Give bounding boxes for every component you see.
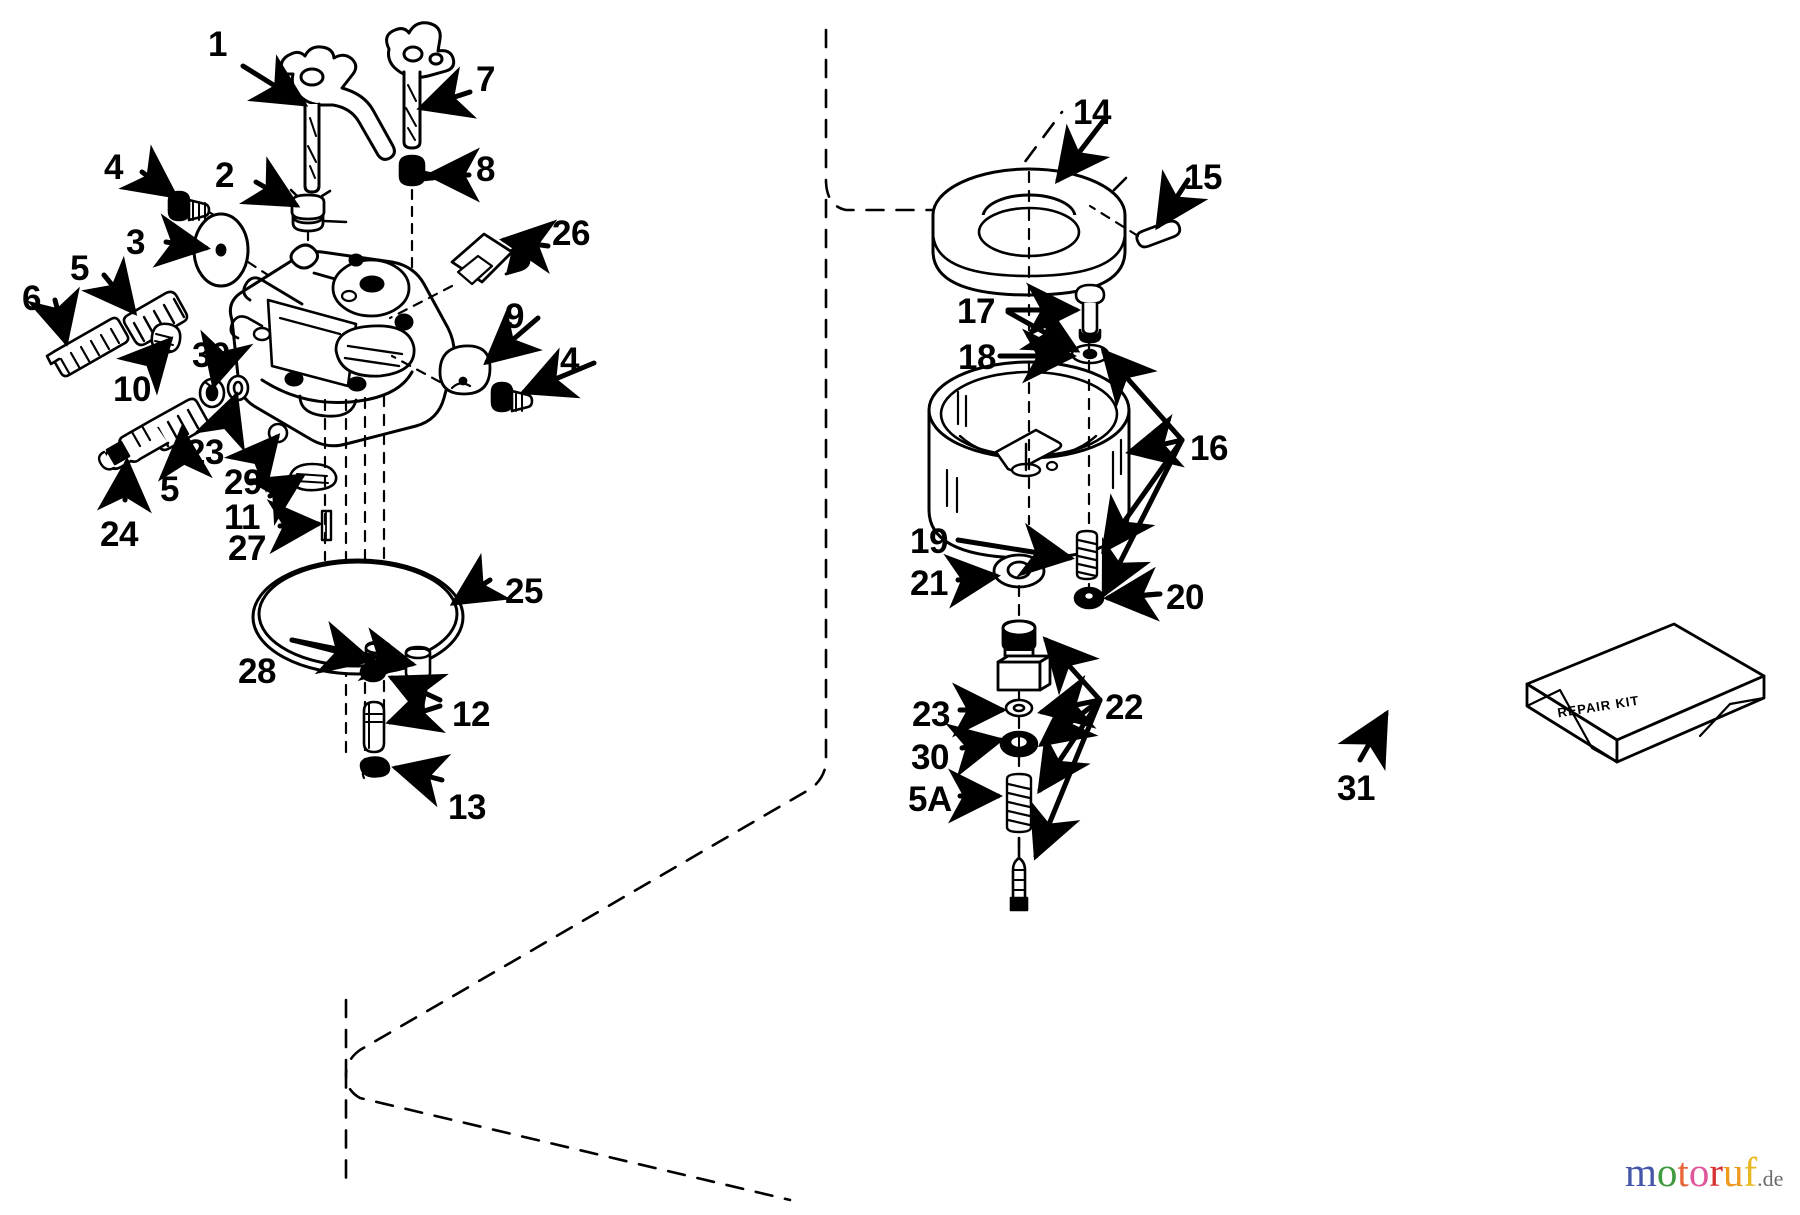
callout-2: 2: [215, 156, 234, 195]
part-23-o-ring-right: [1004, 698, 1034, 718]
part-2-throttle-bushing: [289, 188, 348, 233]
callout-14: 14: [1073, 93, 1111, 132]
callout-arrows: [26, 54, 1389, 861]
part-6-idle-screw: [45, 316, 130, 378]
motoruf-watermark: motoruf.de: [1625, 1148, 1783, 1196]
right-assembly-dashed-centerline: [1017, 170, 1091, 850]
watermark-letter: m: [1625, 1149, 1657, 1195]
callout-25: 25: [505, 572, 543, 611]
part-15-leader-dash: [1088, 204, 1140, 238]
kit-boundary-dashed-lower: [344, 998, 792, 1202]
part-26-leader-dash: [388, 284, 454, 320]
callout-7: 7: [476, 60, 495, 99]
callout-4-lower: 4: [560, 341, 579, 380]
watermark-letter: r: [1709, 1149, 1723, 1195]
callout-16: 16: [1190, 429, 1228, 468]
callout-19: 19: [910, 522, 948, 561]
part-5A-spring: [1005, 772, 1033, 834]
part-17-cover-screw: [1074, 283, 1106, 344]
part-1-throttle-shaft-lever: [279, 45, 396, 194]
callout-5-upper: 5: [70, 249, 89, 288]
part-4-lower-screw: [490, 381, 534, 413]
callout-29: 29: [224, 463, 262, 502]
callout-13: 13: [448, 788, 486, 827]
part-9-leader-dash: [390, 354, 442, 384]
part-9-choke-plate: [438, 344, 492, 396]
part-30-lock-washer-right: [999, 730, 1039, 758]
watermark-letter: o: [1688, 1149, 1710, 1195]
part-3-throttle-plate: [192, 212, 250, 288]
callout-10: 10: [113, 370, 151, 409]
callout-5A: 5A: [908, 780, 952, 819]
callout-5-lower: 5: [160, 470, 179, 509]
callout-21: 21: [910, 564, 948, 603]
watermark-letters: motoruf: [1625, 1149, 1757, 1195]
callout-12: 12: [452, 695, 490, 734]
part-22-adjusting-needle: [1009, 836, 1029, 912]
watermark-letter: f: [1743, 1149, 1758, 1195]
part-19-spring: [1075, 529, 1099, 581]
callout-3: 3: [126, 223, 145, 262]
callout-4-upper: 4: [104, 148, 123, 187]
part-31-repair-kit-box: [1525, 622, 1766, 764]
part-21-washer: [992, 553, 1046, 589]
callout-27: 27: [228, 529, 266, 568]
callout-6: 6: [22, 279, 41, 318]
callout-28: 28: [238, 652, 276, 691]
callout-23-left: 23: [186, 433, 224, 472]
part-20-leader-line: [1109, 591, 1161, 601]
part-12-float-valve-parts: [359, 656, 387, 754]
watermark-tld: .de: [1757, 1166, 1784, 1191]
callout-31: 31: [1337, 769, 1375, 808]
watermark-letter: t: [1677, 1149, 1689, 1195]
part-22-bowl-nut-assembly: [996, 619, 1052, 692]
callout-17: 17: [957, 292, 995, 331]
watermark-letter: u: [1722, 1149, 1744, 1195]
callout-1: 1: [208, 25, 227, 64]
carburetor-body: [228, 243, 456, 448]
callout-22: 22: [1105, 688, 1143, 727]
callout-30-left: 30: [192, 336, 230, 375]
callout-8: 8: [476, 150, 495, 189]
callout-26: 26: [552, 214, 590, 253]
callout-20: 20: [1166, 578, 1204, 617]
part-7-choke-shaft-lever: [385, 21, 456, 150]
callout-15: 15: [1184, 158, 1222, 197]
part-13-float-clip: [359, 756, 391, 780]
callout-9: 9: [505, 297, 524, 336]
part-5-upper-spring: [122, 290, 189, 347]
watermark-letter: o: [1656, 1149, 1678, 1195]
part-27-roll-pin: [320, 509, 333, 542]
callout-24: 24: [100, 515, 138, 554]
callout-30-right: 30: [911, 738, 949, 777]
part-8-choke-shaft-nut: [398, 154, 436, 187]
callout-18: 18: [958, 338, 996, 377]
callout-23-right: 23: [912, 695, 950, 734]
callout-11: 11: [224, 498, 261, 537]
